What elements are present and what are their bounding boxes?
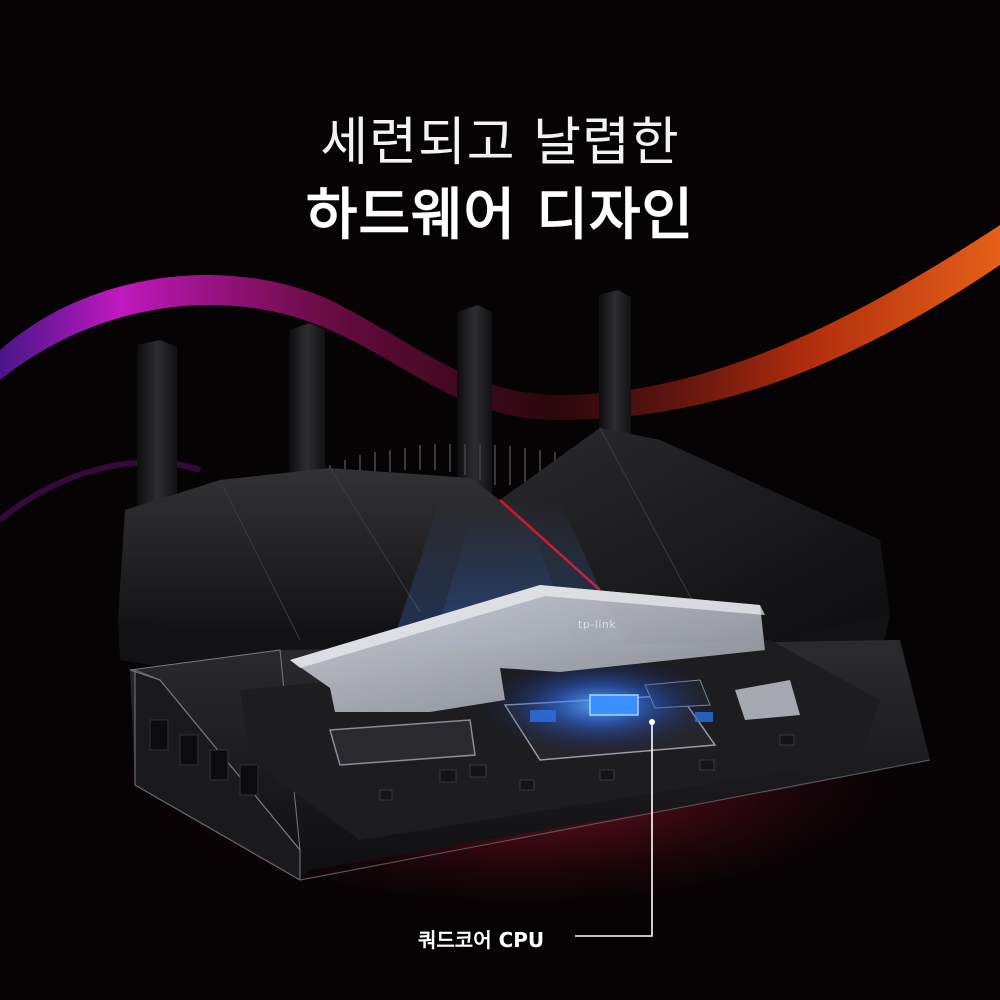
headline-line-2: 하드웨어 디자인 xyxy=(305,183,695,248)
headline-line-1: 세련되고 날렵한 xyxy=(320,113,680,173)
callout-dot xyxy=(649,719,655,725)
cpu-callout-label: 쿼드코어 CPU xyxy=(418,928,545,952)
heat-spreader-plate xyxy=(290,585,765,712)
background-light-streak xyxy=(0,225,1000,523)
cpu-chip xyxy=(589,694,639,716)
shield-can-left xyxy=(329,719,476,766)
brand-logo: tp-link xyxy=(578,618,617,631)
callout-line xyxy=(575,722,653,937)
